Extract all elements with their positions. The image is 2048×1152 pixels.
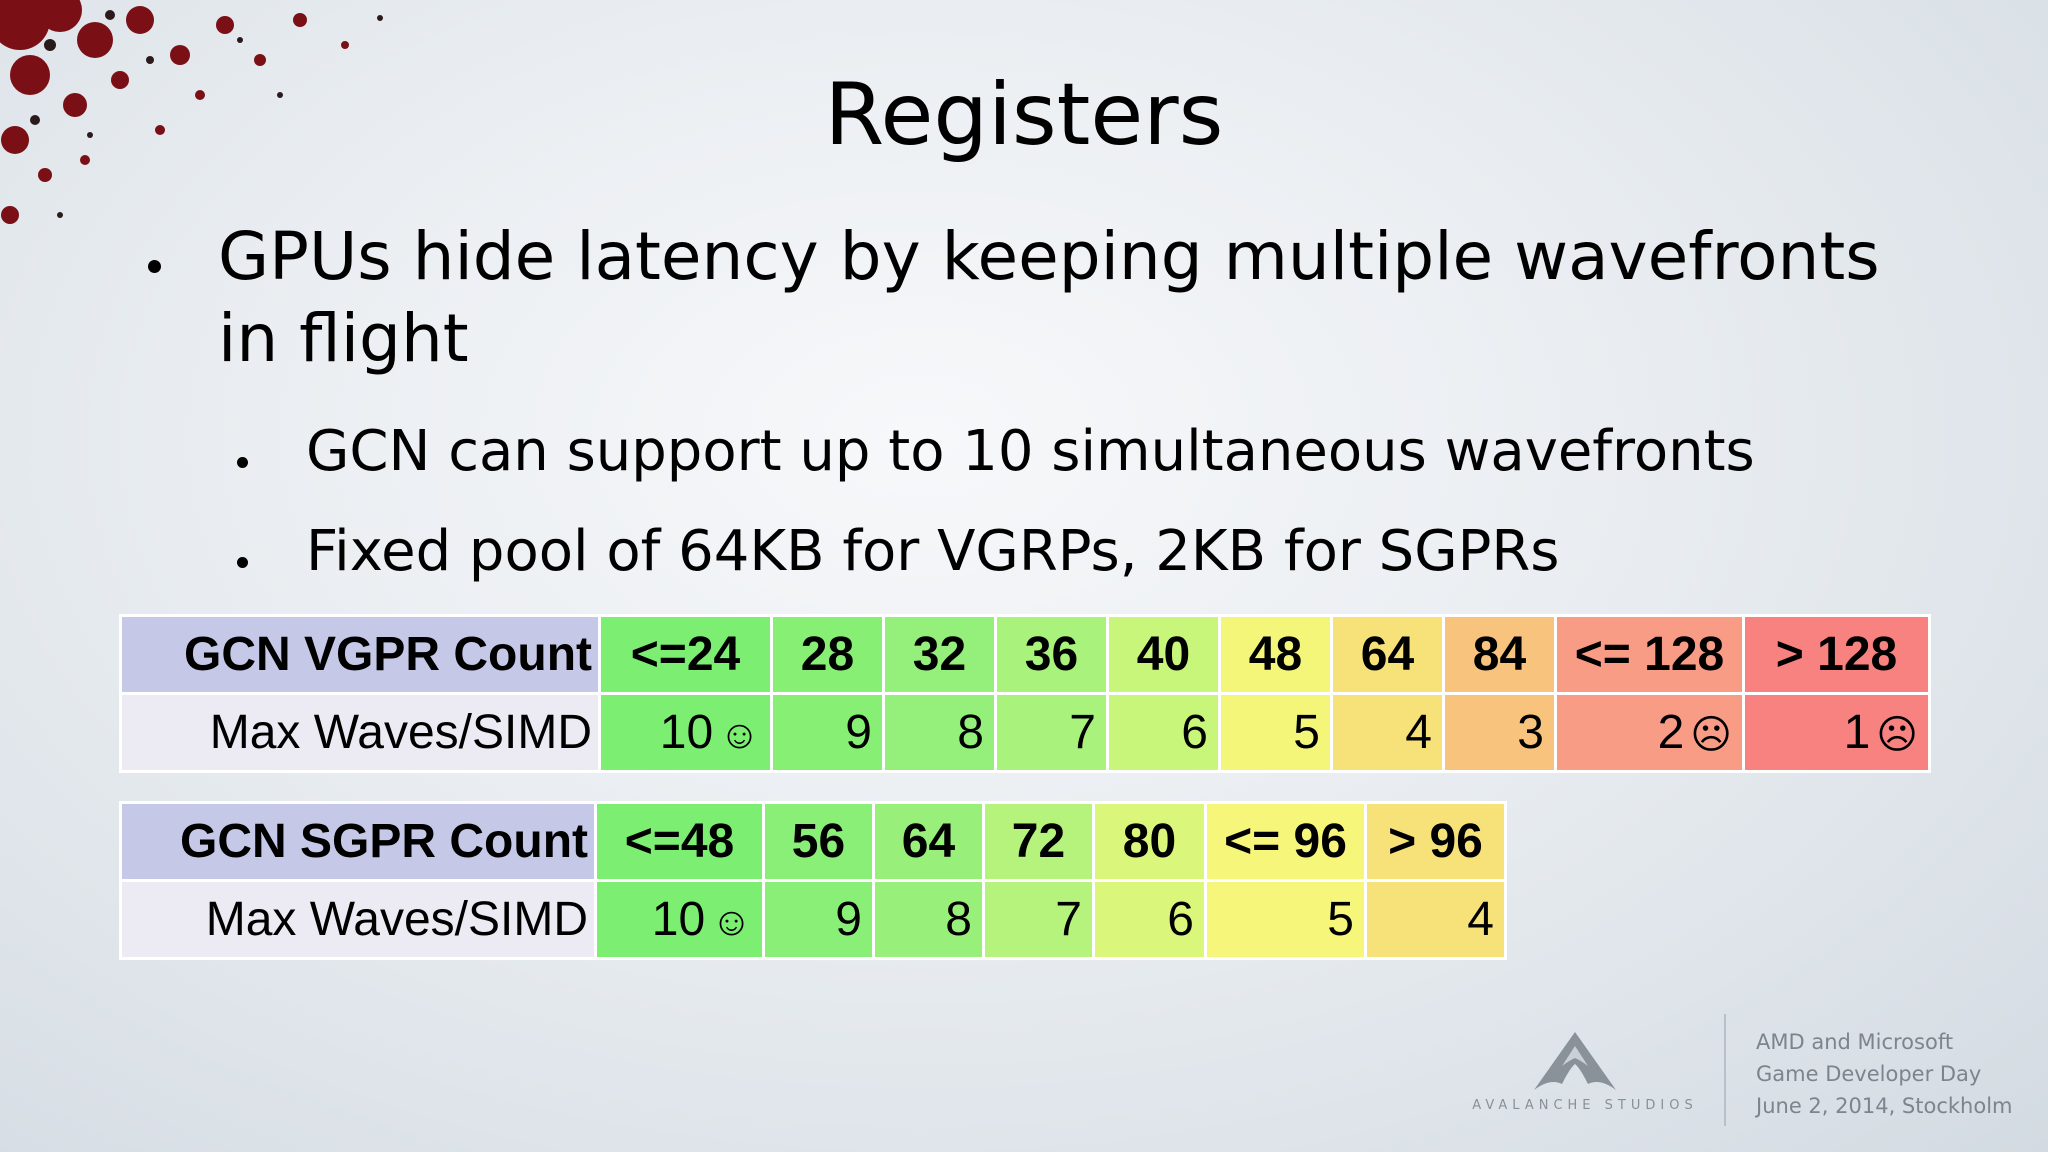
bullet-dot bbox=[148, 260, 161, 273]
vgpr-waves-value: 5 bbox=[1293, 706, 1320, 759]
sgpr-waves-cell: 7 bbox=[982, 879, 1095, 960]
vgpr-count-cell: > 128 bbox=[1742, 614, 1931, 695]
vgpr-count-cell: 32 bbox=[882, 614, 997, 695]
vgpr-waves-cell: 2☹ bbox=[1554, 692, 1745, 773]
vgpr-waves-cell: 10☺ bbox=[598, 692, 773, 773]
frowning-face-icon: ☹ bbox=[1690, 713, 1732, 757]
sgpr-waves-value: 8 bbox=[945, 893, 972, 946]
avalanche-logo bbox=[1534, 1032, 1616, 1090]
sgpr-waves-value: 6 bbox=[1167, 893, 1194, 946]
vgpr-waves-value: 10 bbox=[659, 706, 714, 759]
sgpr-waves-cell: 9 bbox=[762, 879, 875, 960]
sgpr-count-cell: <= 96 bbox=[1204, 801, 1367, 882]
vgpr-count-cell: 36 bbox=[994, 614, 1109, 695]
vgpr-waves-value: 1 bbox=[1843, 706, 1871, 759]
sgpr-waves-value: 4 bbox=[1467, 893, 1494, 946]
vgpr-count-cell: 84 bbox=[1442, 614, 1557, 695]
sgpr-waves-cell: 6 bbox=[1092, 879, 1207, 960]
sgpr-waves-row: Max Waves/SIMD 10☺ 9 8 7 6 5 4 bbox=[119, 879, 1507, 960]
vgpr-waves-value: 9 bbox=[845, 706, 872, 759]
paint-splatter-decoration bbox=[0, 0, 383, 224]
vgpr-waves-cell: 7 bbox=[994, 692, 1109, 773]
smiley-face-icon: ☺ bbox=[711, 900, 752, 944]
bullet-dot bbox=[237, 457, 248, 468]
vgpr-waves-cell: 9 bbox=[770, 692, 885, 773]
footer-divider bbox=[1724, 1014, 1726, 1126]
vgpr-waves-cell: 5 bbox=[1218, 692, 1333, 773]
sgpr-count-cell: 56 bbox=[762, 801, 875, 882]
vgpr-waves-value: 8 bbox=[957, 706, 984, 759]
vgpr-count-cell: 28 bbox=[770, 614, 885, 695]
vgpr-count-cell: 48 bbox=[1218, 614, 1333, 695]
event-line-name: Game Developer Day bbox=[1756, 1062, 1982, 1086]
vgpr-count-cell: <= 128 bbox=[1554, 614, 1745, 695]
vgpr-count-cell: <=24 bbox=[598, 614, 773, 695]
vgpr-waves-cell: 6 bbox=[1106, 692, 1221, 773]
sgpr-waves-value: 7 bbox=[1055, 893, 1082, 946]
vgpr-waves-value: 2 bbox=[1657, 706, 1685, 759]
vgpr-waves-value: 4 bbox=[1405, 706, 1432, 759]
vgpr-count-cell: 64 bbox=[1330, 614, 1445, 695]
vgpr-waves-cell: 1☹ bbox=[1742, 692, 1931, 773]
sgpr-waves-cell: 10☺ bbox=[594, 879, 765, 960]
sgpr-waves-value: 10 bbox=[651, 893, 706, 946]
sgpr-waves-cell: 5 bbox=[1204, 879, 1367, 960]
bullet-dot bbox=[237, 557, 248, 568]
bullet-main: GPUs hide latency by keeping multiple wa… bbox=[218, 218, 1880, 377]
event-line-date-place: June 2, 2014, Stockholm bbox=[1756, 1094, 2013, 1118]
sgpr-count-cell: <=48 bbox=[594, 801, 765, 882]
sgpr-waves-cell: 4 bbox=[1364, 879, 1507, 960]
slide-title: Registers bbox=[824, 65, 1224, 165]
sgpr-count-cell: 64 bbox=[872, 801, 985, 882]
avalanche-logo-text: AVALANCHE STUDIOS bbox=[1472, 1098, 1698, 1113]
sgpr-waves-value: 9 bbox=[835, 893, 862, 946]
vgpr-count-cell: 40 bbox=[1106, 614, 1221, 695]
smiley-face-icon: ☺ bbox=[719, 713, 760, 757]
vgpr-waves-value: 3 bbox=[1517, 706, 1544, 759]
sgpr-waves-value: 5 bbox=[1327, 893, 1354, 946]
vgpr-waves-cell: 4 bbox=[1330, 692, 1445, 773]
vgpr-waves-label: Max Waves/SIMD bbox=[119, 692, 601, 773]
vgpr-waves-cell: 8 bbox=[882, 692, 997, 773]
vgpr-waves-cell: 3 bbox=[1442, 692, 1557, 773]
bullet-sub-wavefronts: GCN can support up to 10 simultaneous wa… bbox=[306, 419, 1755, 484]
vgpr-count-label: GCN VGPR Count bbox=[119, 614, 601, 695]
sgpr-count-cell: > 96 bbox=[1364, 801, 1507, 882]
frowning-face-icon: ☹ bbox=[1876, 713, 1918, 757]
vgpr-waves-value: 7 bbox=[1069, 706, 1096, 759]
vgpr-waves-value: 6 bbox=[1181, 706, 1208, 759]
event-info: AMD and Microsoft Game Developer Day Jun… bbox=[1756, 1026, 2041, 1122]
sgpr-count-cell: 80 bbox=[1092, 801, 1207, 882]
sgpr-count-cell: 72 bbox=[982, 801, 1095, 882]
sgpr-count-label: GCN SGPR Count bbox=[119, 801, 597, 882]
sgpr-waves-label: Max Waves/SIMD bbox=[119, 879, 597, 960]
sgpr-waves-cell: 8 bbox=[872, 879, 985, 960]
bullet-sub-register-pool: Fixed pool of 64KB for VGRPs, 2KB for SG… bbox=[306, 519, 1560, 584]
event-line-organizers: AMD and Microsoft bbox=[1756, 1030, 1954, 1054]
